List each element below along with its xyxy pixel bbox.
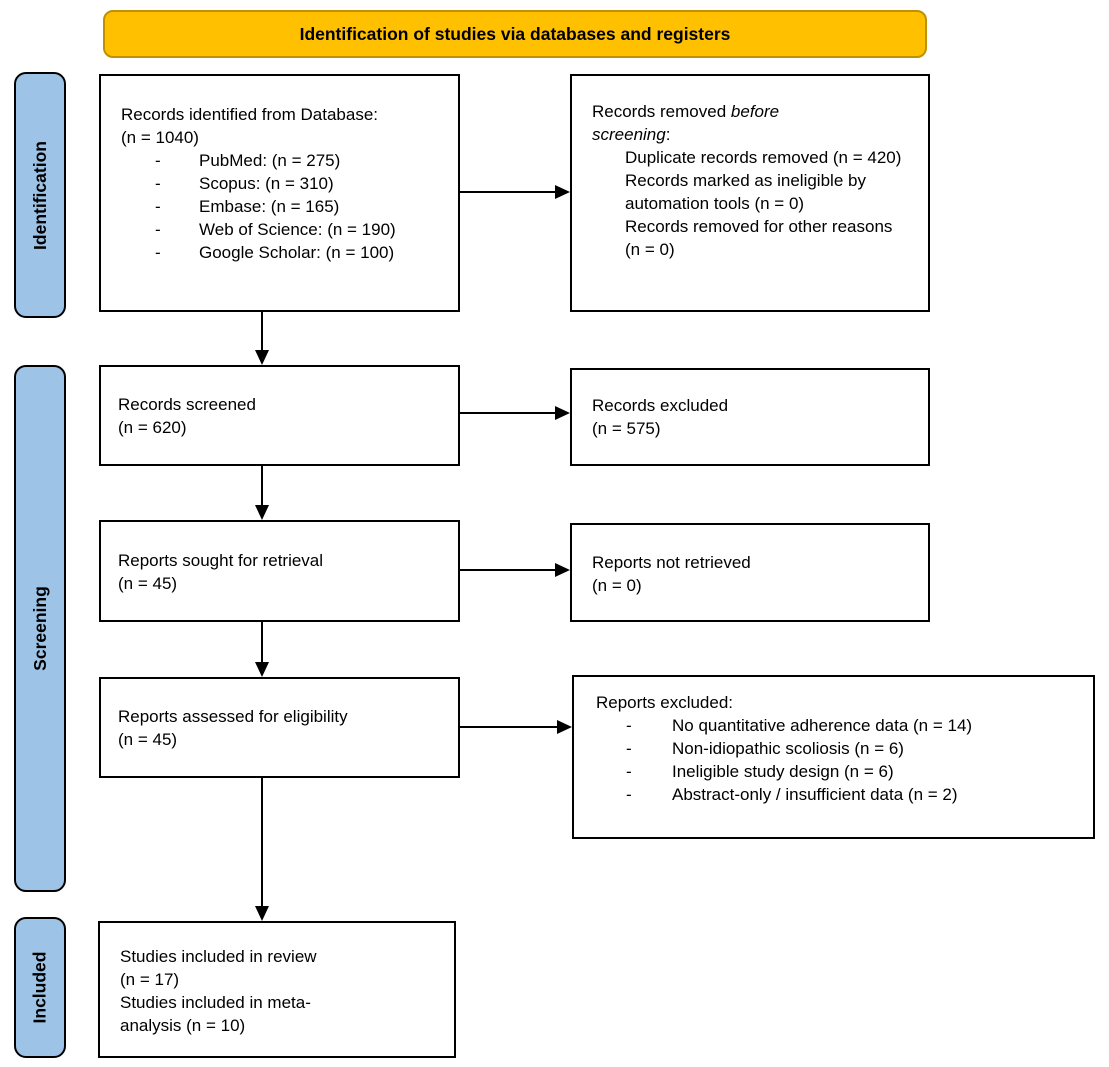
reports-not-retrieved-line1: Reports not retrieved bbox=[592, 553, 751, 572]
list-item: Embase: (n = 165) bbox=[155, 195, 444, 218]
records-identified-box: Records identified from Database: (n = 1… bbox=[99, 74, 460, 312]
arrow-head-icon bbox=[255, 505, 269, 520]
records-removed-heading: Records removed before screening: bbox=[592, 102, 780, 144]
records-identified-count: (n = 1040) bbox=[121, 128, 199, 147]
reports-assessed-line1: Reports assessed for eligibility bbox=[118, 707, 348, 726]
reports-sought-count: (n = 45) bbox=[118, 574, 178, 593]
studies-included-box: Studies included in review (n = 17) Stud… bbox=[98, 921, 456, 1058]
list-item: Abstract-only / insufficient data (n = 2… bbox=[626, 783, 1083, 806]
arrow-line bbox=[460, 412, 557, 414]
list-item: Ineligible study design (n = 6) bbox=[626, 760, 1083, 783]
arrow-line bbox=[460, 726, 559, 728]
list-item: Web of Science: (n = 190) bbox=[155, 218, 444, 241]
records-screened-box: Records screened (n = 620) bbox=[99, 365, 460, 466]
studies-meta-line2: analysis (n = 10) bbox=[120, 1016, 246, 1035]
stage-label-identification: Identification bbox=[29, 140, 50, 250]
arrow-head-icon bbox=[255, 350, 269, 365]
removed-reason-item: Records removed for other reasons (n = 0… bbox=[625, 217, 893, 259]
arrow-line bbox=[261, 622, 263, 663]
studies-meta-line1: Studies included in meta- bbox=[120, 993, 311, 1012]
arrow-line bbox=[261, 312, 263, 352]
records-identified-source-list: PubMed: (n = 275) Scopus: (n = 310) Emba… bbox=[121, 149, 444, 264]
records-removed-box: Records removed before screening: Duplic… bbox=[570, 74, 930, 312]
records-excluded-count: (n = 575) bbox=[592, 419, 661, 438]
removed-reason-item: Duplicate records removed (n = 420) bbox=[625, 148, 902, 167]
list-item: PubMed: (n = 275) bbox=[155, 149, 444, 172]
reports-sought-box: Reports sought for retrieval (n = 45) bbox=[99, 520, 460, 622]
reports-assessed-count: (n = 45) bbox=[118, 730, 178, 749]
list-item: Scopus: (n = 310) bbox=[155, 172, 444, 195]
stage-bar-screening: Screening bbox=[14, 365, 66, 892]
removed-reason-item: Records marked as ineligible by automati… bbox=[625, 171, 866, 213]
reports-assessed-box: Reports assessed for eligibility (n = 45… bbox=[99, 677, 460, 778]
list-item: Google Scholar: (n = 100) bbox=[155, 241, 444, 264]
studies-included-count: (n = 17) bbox=[120, 970, 180, 989]
reports-excluded-heading: Reports excluded: bbox=[596, 693, 734, 712]
arrow-head-icon bbox=[555, 563, 570, 577]
arrow-head-icon bbox=[555, 185, 570, 199]
flow-title: Identification of studies via databases … bbox=[299, 23, 731, 44]
stage-bar-identification: Identification bbox=[14, 72, 66, 318]
stage-label-included: Included bbox=[29, 951, 50, 1024]
reports-excluded-reason-list: No quantitative adherence data (n = 14) … bbox=[596, 714, 1083, 806]
reports-not-retrieved-count: (n = 0) bbox=[592, 576, 642, 595]
arrow-line bbox=[261, 778, 263, 908]
reports-sought-line1: Reports sought for retrieval bbox=[118, 551, 324, 570]
arrow-line bbox=[460, 191, 557, 193]
arrow-line bbox=[261, 466, 263, 507]
records-screened-count: (n = 620) bbox=[118, 418, 187, 437]
arrow-head-icon bbox=[255, 906, 269, 921]
list-item: Non-idiopathic scoliosis (n = 6) bbox=[626, 737, 1083, 760]
flow-title-banner: Identification of studies via databases … bbox=[103, 10, 927, 58]
studies-included-line1: Studies included in review bbox=[120, 947, 317, 966]
arrow-head-icon bbox=[557, 720, 572, 734]
stage-label-screening: Screening bbox=[29, 586, 50, 671]
reports-excluded-box: Reports excluded: No quantitative adhere… bbox=[572, 675, 1095, 839]
records-screened-line1: Records screened bbox=[118, 395, 256, 414]
reports-not-retrieved-box: Reports not retrieved (n = 0) bbox=[570, 523, 930, 622]
records-excluded-line1: Records excluded bbox=[592, 396, 729, 415]
stage-bar-included: Included bbox=[14, 917, 66, 1058]
arrow-line bbox=[460, 569, 557, 571]
arrow-head-icon bbox=[555, 406, 570, 420]
records-excluded-box: Records excluded (n = 575) bbox=[570, 368, 930, 466]
list-item: No quantitative adherence data (n = 14) bbox=[626, 714, 1083, 737]
arrow-head-icon bbox=[255, 662, 269, 677]
records-identified-line1: Records identified from Database: bbox=[121, 105, 379, 124]
